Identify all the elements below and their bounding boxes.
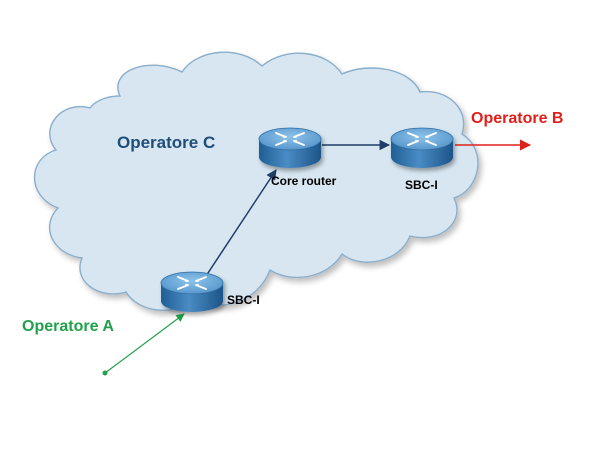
router-icon xyxy=(258,127,322,169)
operator-b-label: Operatore B xyxy=(471,110,563,127)
node-label-core: Core router xyxy=(271,174,337,188)
link-operator-a-to-sbc xyxy=(104,313,185,374)
node-label-sbc-right: SBC-I xyxy=(405,178,438,192)
router-core xyxy=(258,127,322,169)
router-sbc-right xyxy=(390,127,454,169)
node-label-sbc-left: SBC-I xyxy=(227,293,260,307)
router-icon xyxy=(160,271,224,313)
link-sbc-to-core xyxy=(205,169,277,277)
operator-a-label: Operatore A xyxy=(22,318,114,335)
cloud-label: Operatore C xyxy=(117,133,215,152)
router-sbc-left xyxy=(160,271,224,313)
network-cloud xyxy=(33,51,479,311)
router-icon xyxy=(390,127,454,169)
